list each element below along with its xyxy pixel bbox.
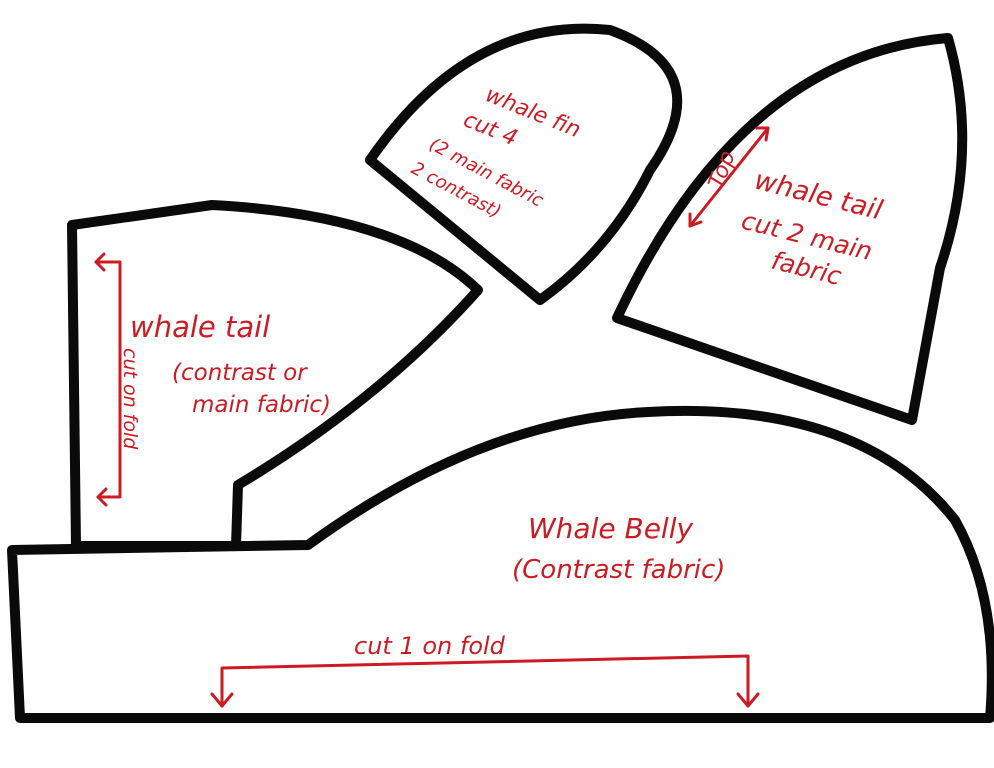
tail-fold-arrow <box>94 252 122 507</box>
tail-contrast-line1: (contrast or <box>172 360 308 386</box>
whale-fin-piece <box>365 23 683 305</box>
top-marker-label: Top <box>704 148 741 192</box>
tail-contrast-line2: main fabric) <box>192 392 331 418</box>
whale-tail-main-piece <box>612 33 968 425</box>
belly-fold-note: cut 1 on fold <box>354 632 506 660</box>
whale-tail-contrast-piece <box>67 200 483 551</box>
tail-fold-note: cut on fold <box>119 348 141 450</box>
tail-contrast-title: whale tail <box>130 310 270 344</box>
belly-subtitle: (Contrast fabric) <box>512 555 725 585</box>
belly-title: Whale Belly <box>528 512 693 545</box>
whale-belly-piece <box>7 405 994 723</box>
top-marker-arrow <box>688 126 770 228</box>
belly-fold-arrow <box>210 654 760 708</box>
